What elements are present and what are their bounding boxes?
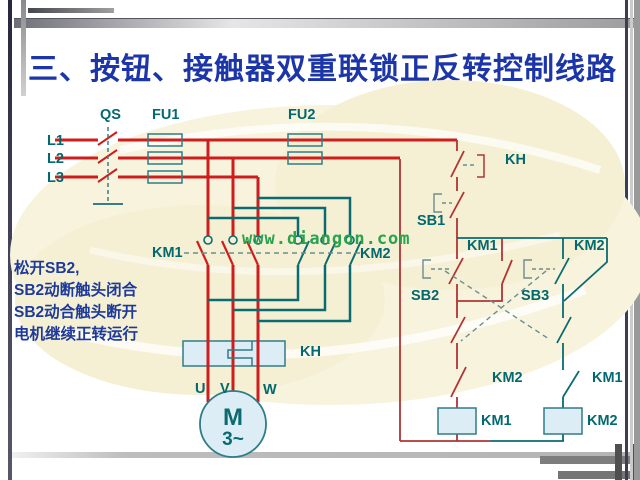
label-km1-coil: KM1 bbox=[481, 413, 512, 429]
bottom-divider-bar bbox=[12, 452, 640, 458]
bottom-right-grid-vbar-1 bbox=[615, 444, 622, 480]
label-u: U bbox=[195, 381, 206, 397]
top-left-grid-bar bbox=[28, 8, 114, 13]
coil-symbols bbox=[437, 407, 583, 435]
note-line: 松开SB2, bbox=[14, 260, 80, 277]
label-fu2: FU2 bbox=[288, 107, 316, 123]
page-title: 三、按钮、接触器双重联锁正反转控制线路 bbox=[28, 53, 617, 86]
label-km1-aux: KM1 bbox=[467, 238, 498, 254]
note-line: 电机继续正转运行 bbox=[14, 326, 139, 343]
label-km2-aux: KM2 bbox=[574, 238, 605, 254]
power-wires bbox=[55, 131, 457, 402]
note-block: 松开SB2, SB2动断触头闭合 SB2动合触头断开 电机继续正转运行 bbox=[14, 258, 184, 346]
qs-switch-symbol bbox=[93, 127, 123, 205]
label-km1-main: KM1 bbox=[152, 245, 183, 261]
motor-symbol bbox=[199, 390, 267, 458]
label-km2-main: KM2 bbox=[360, 246, 391, 262]
label-kh-main: KH bbox=[300, 344, 321, 360]
label-km2-interlock: KM2 bbox=[492, 370, 523, 386]
bottom-right-grid-bar-1 bbox=[540, 456, 640, 464]
motor-3phase-label: 3~ bbox=[222, 429, 244, 450]
note-line: SB2动断触头闭合 bbox=[14, 282, 138, 299]
label-sb3: SB3 bbox=[521, 288, 550, 304]
note-line: SB2动合触头断开 bbox=[14, 304, 138, 321]
motor-m-label: M bbox=[223, 404, 243, 431]
control-wires-red bbox=[399, 140, 513, 442]
bottom-right-grid-bar-2 bbox=[558, 471, 640, 479]
label-sb1: SB1 bbox=[417, 213, 446, 229]
label-v: V bbox=[220, 381, 230, 397]
kh-heater-notch bbox=[227, 341, 253, 366]
label-fu1: FU1 bbox=[152, 107, 180, 123]
contact-terminals bbox=[203, 235, 355, 245]
label-l2: L2 bbox=[47, 151, 64, 167]
label-sb2: SB2 bbox=[411, 288, 440, 304]
label-l3: L3 bbox=[47, 170, 64, 186]
watermark-text: www.diangon.com bbox=[242, 229, 411, 249]
label-l1: L1 bbox=[47, 133, 64, 149]
label-km2-coil: KM2 bbox=[587, 413, 618, 429]
fuse-symbols bbox=[147, 133, 323, 184]
left-grid-bar bbox=[21, 0, 26, 96]
km2-branch-wires bbox=[208, 196, 362, 323]
label-qs: QS bbox=[100, 107, 121, 123]
label-w: W bbox=[263, 382, 277, 398]
top-divider-bar bbox=[14, 18, 640, 28]
left-border-line bbox=[8, 0, 12, 480]
label-kh-control: KH bbox=[505, 152, 526, 168]
label-km1-interlock: KM1 bbox=[592, 370, 623, 386]
pushbutton-linkages bbox=[422, 164, 555, 342]
